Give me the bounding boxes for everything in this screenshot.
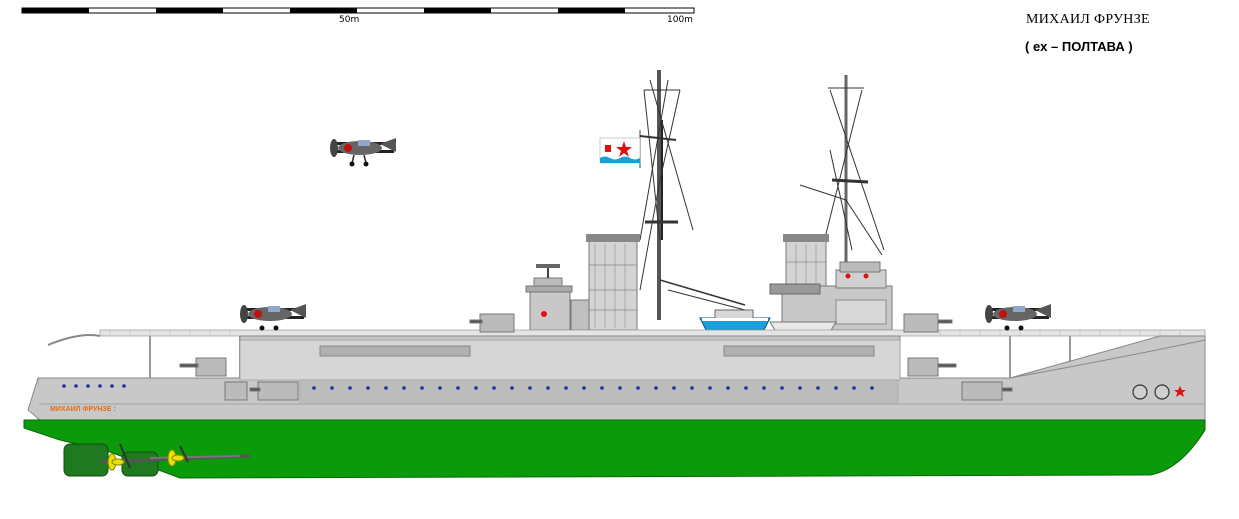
propeller-icon <box>107 453 125 471</box>
porthole <box>798 386 802 390</box>
porthole <box>780 386 784 390</box>
ship-name-title: МИХАИЛ ФРУНЗЕ <box>1026 12 1150 27</box>
porthole <box>636 386 640 390</box>
porthole <box>456 386 460 390</box>
motor-boat <box>699 309 771 331</box>
porthole <box>834 386 838 390</box>
porthole <box>330 386 334 390</box>
ship-former-name: ( ex – ПОЛТАВА ) <box>1025 39 1133 54</box>
porthole <box>654 386 658 390</box>
porthole <box>122 384 126 388</box>
fore-funnel <box>586 234 640 331</box>
porthole <box>690 386 694 390</box>
porthole <box>420 386 424 390</box>
scale-label-50m: 50m <box>339 15 360 25</box>
porthole <box>816 386 820 390</box>
porthole <box>546 386 550 390</box>
star-icon <box>1174 386 1186 397</box>
porthole <box>492 386 496 390</box>
porthole <box>762 386 766 390</box>
porthole <box>744 386 748 390</box>
porthole <box>510 386 514 390</box>
porthole <box>564 386 568 390</box>
porthole <box>672 386 676 390</box>
portholes <box>62 384 874 390</box>
fore-bridge <box>525 264 590 331</box>
propeller-icon <box>167 449 185 467</box>
porthole <box>62 384 66 388</box>
plane-icon <box>240 304 306 331</box>
porthole <box>110 384 114 388</box>
porthole <box>366 386 370 390</box>
porthole <box>402 386 406 390</box>
porthole <box>708 386 712 390</box>
porthole <box>438 386 442 390</box>
porthole <box>870 386 874 390</box>
hull-name: МИХАИЛ ФРУНЗЕ : <box>50 406 116 413</box>
porthole <box>348 386 352 390</box>
hull-underwater <box>23 419 1206 479</box>
scale-label-100m: 100m <box>667 15 693 25</box>
porthole <box>582 386 586 390</box>
porthole <box>384 386 388 390</box>
porthole <box>86 384 90 388</box>
porthole <box>528 386 532 390</box>
plane-icon <box>330 138 396 167</box>
porthole <box>618 386 622 390</box>
porthole <box>98 384 102 388</box>
main-mast <box>799 75 885 290</box>
porthole <box>74 384 78 388</box>
plane-icon <box>985 304 1051 331</box>
porthole <box>474 386 478 390</box>
porthole <box>600 386 604 390</box>
casemate-guns <box>179 313 1013 401</box>
porthole <box>726 386 730 390</box>
aft-funnel <box>783 234 829 289</box>
hull-upper <box>27 335 1206 421</box>
flag-icon <box>599 130 641 168</box>
crest-icon <box>1132 384 1170 400</box>
fore-mast <box>639 70 746 320</box>
porthole <box>312 386 316 390</box>
scale-bar <box>21 7 695 14</box>
porthole <box>852 386 856 390</box>
